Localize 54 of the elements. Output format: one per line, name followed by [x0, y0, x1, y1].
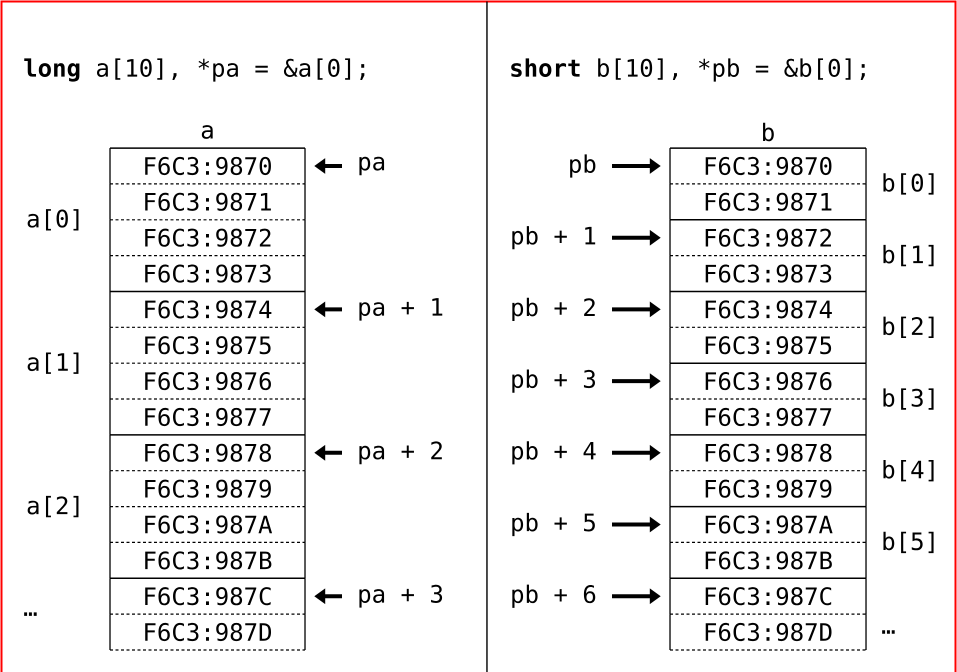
- memory-cell: F6C3:987A: [109, 506, 306, 542]
- element-label: a[1]: [28, 352, 78, 374]
- pointer-label: pb + 2: [512, 298, 595, 322]
- memory-cell: F6C3:9871: [109, 183, 306, 220]
- memory-cell: F6C3:987A: [669, 506, 867, 542]
- pointer-label: pb + 3: [512, 370, 595, 393]
- memory-cell: F6C3:9875: [669, 326, 867, 364]
- pointer-label: pa + 2: [359, 441, 442, 464]
- element-label: a[0]: [28, 209, 78, 230]
- array-name: b: [763, 122, 774, 142]
- memory-cell: F6C3:9877: [109, 398, 306, 435]
- memory-cell: F6C3:9873: [669, 255, 867, 292]
- memory-cell: F6C3:9874: [109, 290, 306, 328]
- pointer-label: pb: [570, 154, 596, 178]
- memory-cell: F6C3:987C: [669, 578, 867, 614]
- element-label: …: [24, 612, 37, 616]
- pointer-label: pb + 5: [512, 512, 595, 536]
- element-label: b[5]: [883, 532, 934, 554]
- element-label: a[2]: [28, 496, 78, 518]
- code-line: long a[10], *pa = &a[0];: [24, 58, 364, 82]
- memory-cell: F6C3:9870: [109, 147, 306, 184]
- memory-cell: F6C3:9877: [669, 398, 867, 435]
- memory-cell: F6C3:987D: [109, 614, 306, 651]
- memory-cell: F6C3:987C: [109, 578, 306, 614]
- memory-cell: F6C3:9874: [669, 290, 867, 328]
- pointer-label: pb + 1: [512, 226, 596, 250]
- memory-cell: F6C3:9873: [109, 255, 306, 292]
- memory-cell: F6C3:9870: [669, 147, 867, 184]
- array-name: a: [202, 125, 213, 139]
- pointer-label: pa + 1: [359, 298, 442, 321]
- element-label: b[3]: [883, 388, 934, 410]
- memory-cell: F6C3:9879: [109, 470, 306, 507]
- memory-cell: F6C3:9872: [109, 219, 306, 256]
- element-label: …: [882, 630, 895, 634]
- element-label: b[1]: [883, 244, 934, 266]
- pointer-label: pb + 4: [512, 441, 596, 464]
- memory-cell: F6C3:9878: [669, 434, 867, 471]
- memory-cell: F6C3:987B: [669, 542, 867, 578]
- pointer-label: pb + 6: [512, 584, 596, 608]
- memory-cell: F6C3:9875: [109, 326, 306, 364]
- element-label: b[0]: [883, 173, 934, 195]
- memory-cell: F6C3:9876: [109, 362, 306, 399]
- memory-cell: F6C3:9878: [109, 434, 306, 471]
- element-label: b[2]: [883, 316, 934, 338]
- memory-cell: F6C3:987B: [109, 542, 306, 578]
- memory-cell: F6C3:987D: [669, 614, 867, 651]
- pointer-label: pa: [359, 156, 384, 176]
- memory-cell: F6C3:9876: [669, 362, 867, 399]
- element-label: b[4]: [883, 460, 934, 482]
- pointer-label: pa + 3: [359, 584, 442, 608]
- memory-cell: F6C3:9872: [669, 219, 867, 256]
- code-line: short b[10], *pb = &b[0];: [511, 58, 865, 82]
- memory-cell: F6C3:9871: [669, 183, 867, 220]
- memory-cell: F6C3:9879: [669, 470, 867, 507]
